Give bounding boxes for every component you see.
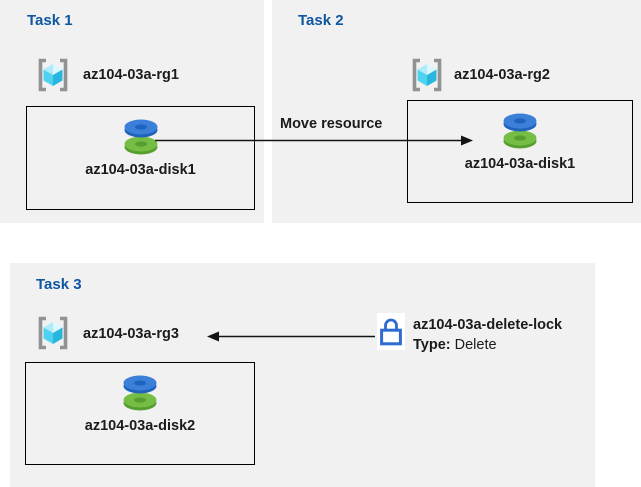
resource-box-task2: az104-03a-disk1 xyxy=(407,100,633,203)
delete-lock-text: az104-03a-delete-lock Type: Delete xyxy=(413,317,562,353)
resource-box-task1: az104-03a-disk1 xyxy=(26,106,255,210)
task-1-title: Task 1 xyxy=(27,12,73,29)
resource-box-task3: az104-03a-disk2 xyxy=(25,362,255,465)
resource-group-icon xyxy=(412,58,442,92)
resource-group-3-label: az104-03a-rg3 xyxy=(83,326,179,342)
disk-icon xyxy=(503,113,537,149)
move-resource-label: Move resource xyxy=(280,116,383,132)
task-3-title: Task 3 xyxy=(36,276,82,293)
lock-icon xyxy=(380,318,402,346)
resource-group-icon xyxy=(38,316,68,350)
panel-task-1 xyxy=(0,0,264,223)
disk-label: az104-03a-disk1 xyxy=(85,162,196,178)
delete-lock-type: Type: Delete xyxy=(413,337,562,353)
disk-label: az104-03a-disk2 xyxy=(84,418,196,434)
delete-lock-type-value: Delete xyxy=(454,337,497,353)
delete-lock-name: az104-03a-delete-lock xyxy=(413,317,563,333)
delete-lock-type-key: Type: xyxy=(413,337,451,353)
resource-group-1-label: az104-03a-rg1 xyxy=(83,67,179,83)
disk-icon xyxy=(123,375,157,411)
disk-label: az104-03a-disk1 xyxy=(464,156,576,172)
panel-task-2 xyxy=(272,0,641,223)
resource-group-2-label: az104-03a-rg2 xyxy=(454,67,550,83)
disk-icon xyxy=(124,119,157,155)
delete-lock-icon-box xyxy=(377,313,405,350)
task-2-title: Task 2 xyxy=(298,12,344,29)
panel-task-3 xyxy=(10,263,595,487)
resource-group-icon xyxy=(38,58,68,92)
